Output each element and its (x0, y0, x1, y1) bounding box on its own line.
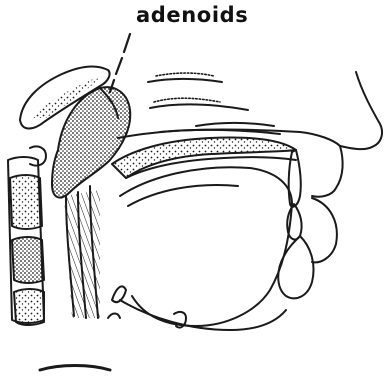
superior-turbinate (148, 79, 222, 82)
larynx-mark (108, 314, 120, 319)
scan-mark (40, 366, 110, 371)
nose-profile (340, 72, 382, 149)
vertebra-2 (12, 237, 44, 283)
lower-lip (312, 198, 337, 262)
middle-turbinate-detail (154, 98, 220, 102)
vertebra-1 (10, 175, 42, 229)
tongue (120, 167, 292, 326)
epiglottis (112, 286, 126, 302)
nasal-floor-line (196, 123, 274, 126)
tongue-inner (128, 185, 238, 206)
middle-turbinate (150, 104, 248, 110)
label-leader-line (110, 34, 130, 92)
mandible (278, 236, 313, 298)
vertebra-3 (14, 289, 44, 325)
upper-lip (312, 146, 343, 197)
superior-turbinate-detail (156, 73, 214, 76)
pharynx-hatch (64, 190, 100, 318)
